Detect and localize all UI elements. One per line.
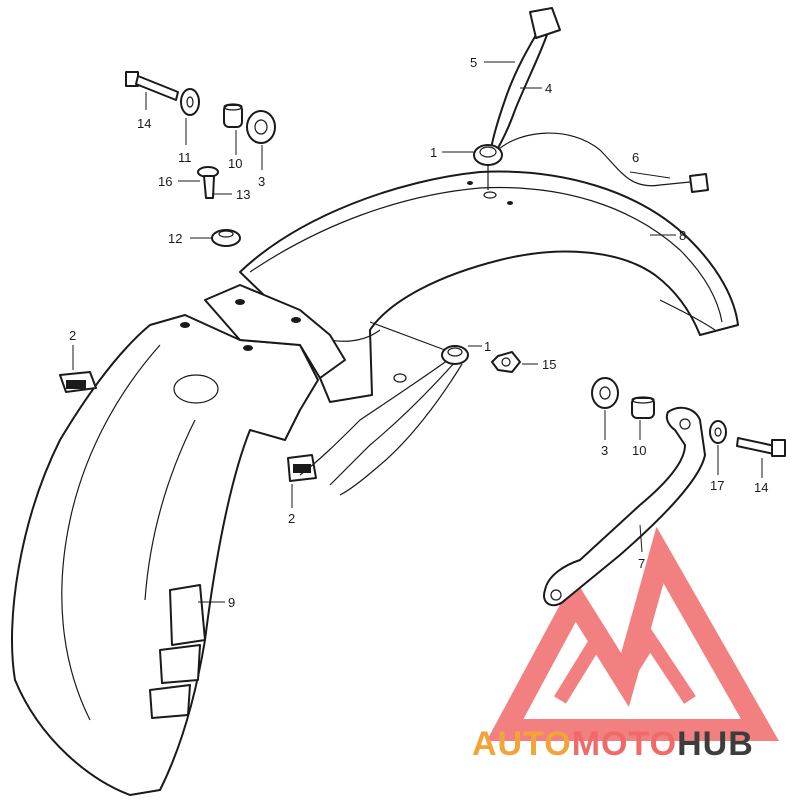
callout-5: 5 xyxy=(470,55,477,70)
callout-6: 6 xyxy=(632,150,639,165)
cap-plug xyxy=(211,229,241,247)
watermark-moto: MOTO xyxy=(572,725,677,763)
callout-2-center: 2 xyxy=(288,511,295,526)
cushion-lower xyxy=(591,377,619,409)
callout-3-upper: 3 xyxy=(258,174,265,189)
bolt-lower xyxy=(736,437,786,457)
callout-4: 4 xyxy=(545,81,552,96)
callout-7: 7 xyxy=(638,556,645,571)
watermark-auto: AUTO xyxy=(472,725,572,763)
callout-14-lower: 14 xyxy=(754,480,768,495)
washer-lower xyxy=(709,420,727,444)
leader-lines xyxy=(72,61,763,603)
callout-17: 17 xyxy=(710,478,724,493)
callout-10-lower: 10 xyxy=(632,443,646,458)
cushion-upper xyxy=(246,110,276,144)
callout-3-lower: 3 xyxy=(601,443,608,458)
rear-fender xyxy=(239,170,739,403)
callout-16: 16 xyxy=(158,174,172,189)
svg-text:AUTOMOTOHUB: AUTOMOTOHUB xyxy=(472,725,754,763)
callout-15: 15 xyxy=(542,357,556,372)
clip-upper-left xyxy=(59,371,97,393)
fender-extension xyxy=(11,284,346,796)
grommet-mid xyxy=(441,345,469,365)
callout-8: 8 xyxy=(679,228,686,243)
callout-numbers: 14 11 10 3 16 13 12 5 4 1 6 8 1 15 2 2 3… xyxy=(69,55,768,610)
collar-lower xyxy=(631,396,655,419)
callout-13: 13 xyxy=(236,187,250,202)
bolt-upper xyxy=(125,71,179,101)
wire-harness xyxy=(299,7,709,496)
callout-1-upper: 1 xyxy=(430,145,437,160)
watermark-logo xyxy=(486,526,779,741)
callout-14-upper: 14 xyxy=(137,116,151,131)
watermark-text: AUTOMOTOHUB xyxy=(472,725,754,763)
collar-upper xyxy=(223,103,243,128)
callout-1-lower: 1 xyxy=(484,339,491,354)
washer-upper xyxy=(180,88,200,116)
callout-11: 11 xyxy=(178,150,192,165)
callout-9: 9 xyxy=(228,595,235,610)
fender-stay xyxy=(543,406,706,607)
callout-12: 12 xyxy=(168,231,182,246)
nut xyxy=(491,351,521,373)
clip-center xyxy=(287,454,317,482)
screw-with-washer xyxy=(197,166,219,199)
grommet-top xyxy=(473,144,503,166)
watermark-hub: HUB xyxy=(677,725,754,763)
callout-2-left: 2 xyxy=(69,328,76,343)
callout-10-upper: 10 xyxy=(228,156,242,171)
